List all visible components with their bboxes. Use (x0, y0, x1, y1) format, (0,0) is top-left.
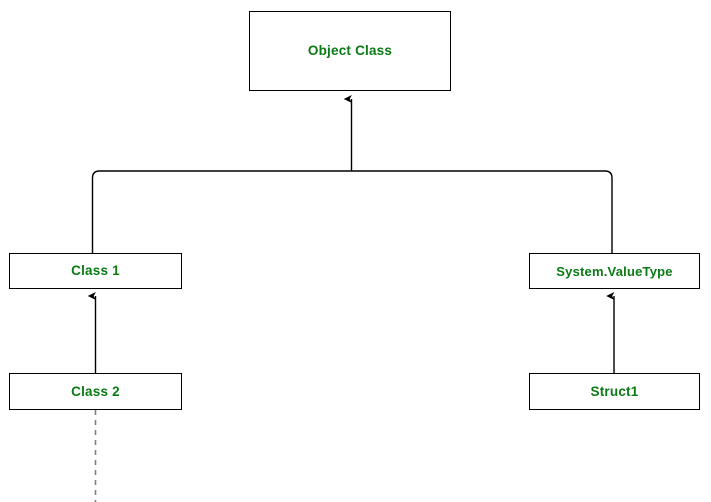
node-class-1[interactable]: Class 1 (9, 253, 182, 289)
edge-bus-horizontal (91, 170, 613, 254)
node-object-class-label: Object Class (307, 43, 393, 59)
node-class-1-label: Class 1 (71, 263, 120, 279)
node-struct-1[interactable]: Struct1 (529, 373, 700, 410)
node-class-2[interactable]: Class 2 (9, 373, 182, 410)
node-system-valuetype[interactable]: System.ValueType (529, 253, 700, 289)
node-class-2-label: Class 2 (71, 383, 120, 399)
node-system-valuetype-label: System.ValueType (556, 263, 673, 279)
node-struct-1-label: Struct1 (590, 383, 639, 399)
node-object-class[interactable]: Object Class (249, 11, 451, 91)
